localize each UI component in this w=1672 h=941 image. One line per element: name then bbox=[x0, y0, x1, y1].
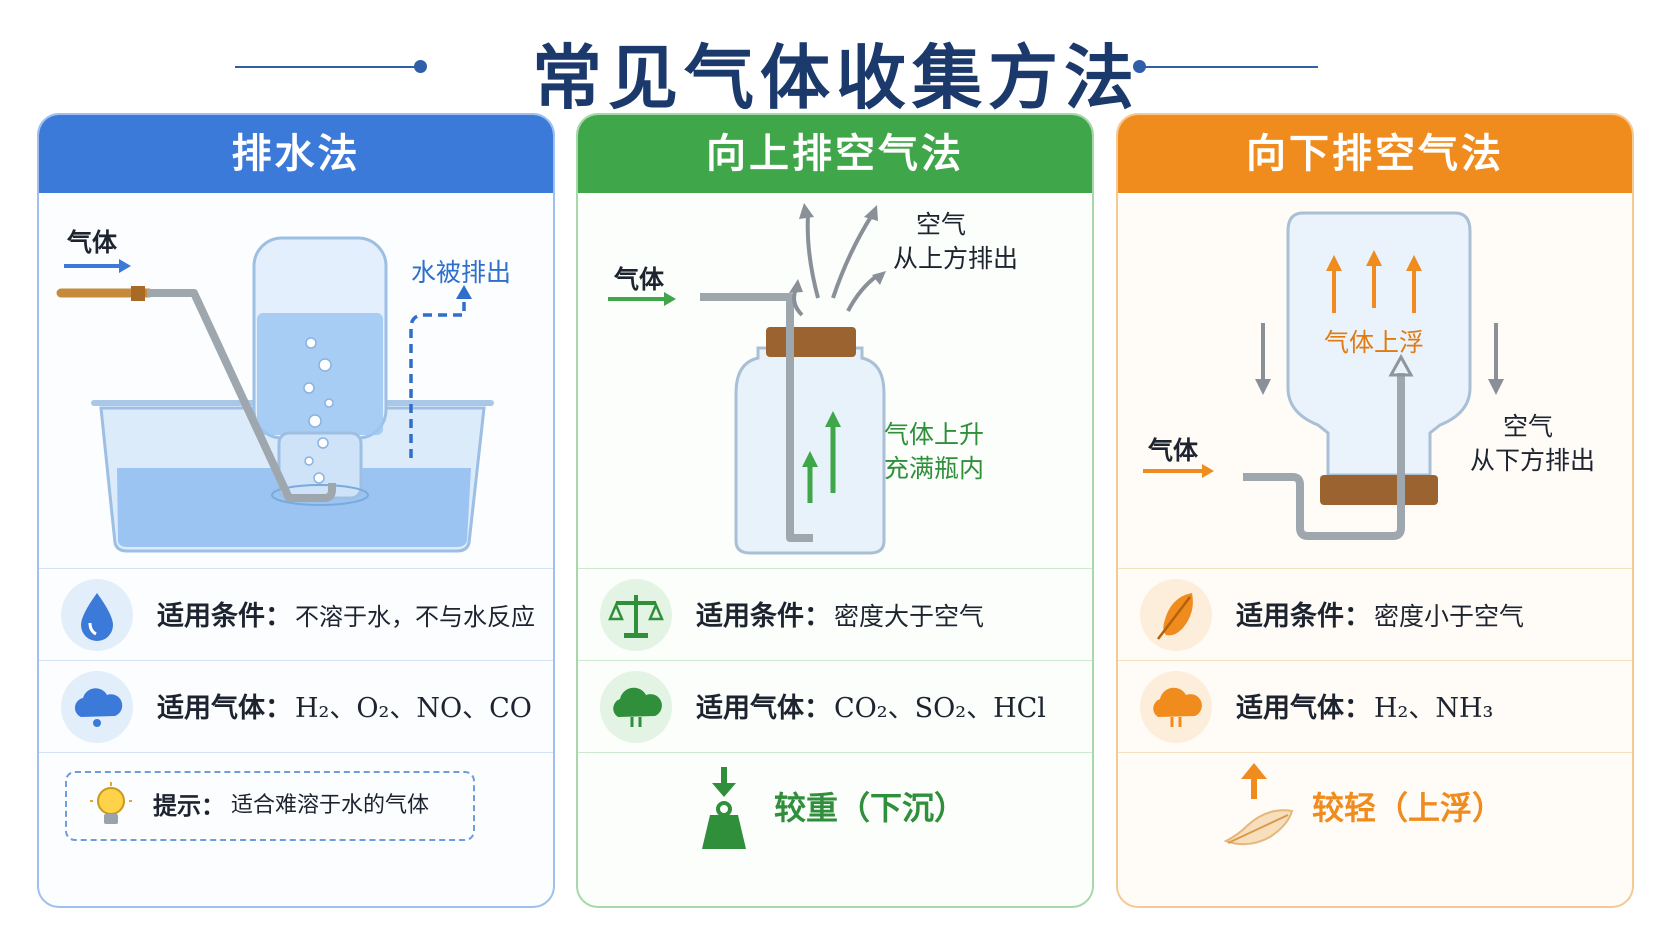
gases-label: 适用气体： bbox=[1236, 693, 1371, 724]
gas-rise-arrow-icon bbox=[825, 411, 841, 427]
upward-displacement-illustration: 气体 空气 从上方排出 气体上升 充满瓶内 bbox=[578, 193, 1092, 723]
condition-row: 适用条件： 密度小于空气 bbox=[1118, 568, 1632, 665]
title-line-left bbox=[235, 66, 420, 68]
weight-down-icon bbox=[696, 765, 752, 851]
gas-in-arrow-icon bbox=[1202, 464, 1214, 478]
tip-label: 提示： bbox=[153, 792, 225, 820]
feather-icon bbox=[1140, 579, 1212, 651]
title-dot-right bbox=[1133, 60, 1146, 73]
air-out-arrow-icon bbox=[789, 203, 886, 293]
downward-displacement-illustration: 气体 气体上浮 空气 从下方排出 bbox=[1118, 193, 1632, 723]
condition-row: 适用条件： 不溶于水，不与水反应 bbox=[39, 568, 553, 665]
label-air-out-2: 从下方排出 bbox=[1470, 446, 1596, 475]
label-gas-in: 气体 bbox=[614, 265, 665, 294]
title-dot-left bbox=[414, 60, 427, 73]
footer-light: 较轻（上浮） bbox=[1118, 752, 1632, 863]
gas-in-arrow-icon bbox=[119, 259, 131, 273]
gases-value: H₂、NH₃ bbox=[1374, 693, 1494, 724]
collection-bottle bbox=[734, 346, 886, 555]
cork-stopper bbox=[766, 327, 856, 357]
label-air-out-1: 空气 bbox=[1503, 412, 1554, 441]
label-gas-rise-1: 气体上升 bbox=[884, 420, 985, 449]
label-air-out-1: 空气 bbox=[916, 210, 967, 239]
condition-row: 适用条件： 密度大于空气 bbox=[578, 568, 1092, 665]
cloud-icon bbox=[600, 671, 672, 743]
panel-header: 排水法 bbox=[39, 115, 553, 193]
water-out-arrow-icon bbox=[456, 285, 472, 299]
condition-label: 适用条件： bbox=[696, 601, 831, 632]
bottle-water bbox=[257, 313, 383, 435]
gas-in-arrow-icon bbox=[664, 292, 676, 306]
condition-value: 密度大于空气 bbox=[834, 602, 985, 631]
footer-text: 较重（下沉） bbox=[774, 789, 967, 827]
water-drop-icon bbox=[61, 579, 133, 651]
lightbulb-icon bbox=[89, 781, 133, 831]
title-line-right bbox=[1140, 66, 1318, 68]
cloud-icon bbox=[1140, 671, 1212, 743]
downward-bottle-diagram bbox=[1143, 211, 1504, 540]
condition-value: 不溶于水，不与水反应 bbox=[295, 603, 535, 631]
label-gas-rise-2: 充满瓶内 bbox=[884, 454, 985, 483]
footer-text: 较轻（上浮） bbox=[1312, 789, 1505, 827]
tip-value: 适合难溶于水的气体 bbox=[231, 793, 430, 818]
footer-heavy: 较重（下沉） bbox=[578, 752, 1092, 863]
upward-bottle-diagram bbox=[608, 203, 886, 555]
label-water-out: 水被排出 bbox=[411, 258, 512, 287]
tip-section: 提示： 适合难溶于水的气体 bbox=[39, 752, 553, 863]
gases-label: 适用气体： bbox=[157, 693, 292, 724]
panel-header: 向下排空气法 bbox=[1118, 115, 1632, 193]
balance-scale-icon bbox=[600, 579, 672, 651]
feather-up-icon bbox=[1218, 763, 1298, 853]
gases-row: 适用气体： CO₂、SO₂、HCl bbox=[578, 660, 1092, 757]
page-title: 常见气体收集方法 bbox=[532, 37, 1140, 119]
condition-label: 适用条件： bbox=[157, 601, 292, 632]
cloud-icon bbox=[61, 671, 133, 743]
label-air-out-2: 从上方排出 bbox=[893, 244, 1019, 273]
gases-label: 适用气体： bbox=[696, 693, 831, 724]
title-bar: 常见气体收集方法 bbox=[0, 8, 1672, 119]
panel-water-displacement: 排水法 bbox=[37, 113, 555, 908]
trough-water bbox=[117, 468, 471, 547]
condition-value: 密度小于空气 bbox=[1374, 602, 1525, 631]
gas-bubbles bbox=[303, 337, 334, 484]
air-out-arrow-icon bbox=[1255, 379, 1271, 395]
water-trough-diagram bbox=[56, 236, 494, 553]
panel-downward-air-displacement: 向下排空气法 气体 气体上浮 空气 从下 bbox=[1116, 113, 1634, 908]
tip-box: 提示： 适合难溶于水的气体 bbox=[65, 771, 475, 841]
gases-row: 适用气体： H₂、O₂、NO、CO bbox=[39, 660, 553, 757]
panel-upward-air-displacement: 向上排空气法 气体 空气 bbox=[576, 113, 1094, 908]
cork-stopper bbox=[1320, 475, 1438, 505]
label-gas-in: 气体 bbox=[67, 228, 118, 257]
delivery-tube bbox=[700, 293, 813, 542]
water-displacement-illustration: 气体 水被排出 bbox=[39, 193, 553, 723]
gases-value: H₂、O₂、NO、CO bbox=[295, 693, 532, 724]
label-gas-float: 气体上浮 bbox=[1324, 328, 1425, 357]
condition-label: 适用条件： bbox=[1236, 601, 1371, 632]
label-gas-in: 气体 bbox=[1148, 436, 1199, 465]
delivery-tube bbox=[147, 289, 336, 502]
delivery-tube bbox=[1243, 373, 1405, 540]
gas-float-arrow-icon bbox=[1326, 250, 1422, 271]
gases-value: CO₂、SO₂、HCl bbox=[834, 693, 1046, 724]
panel-header: 向上排空气法 bbox=[578, 115, 1092, 193]
gases-row: 适用气体： H₂、NH₃ bbox=[1118, 660, 1632, 757]
